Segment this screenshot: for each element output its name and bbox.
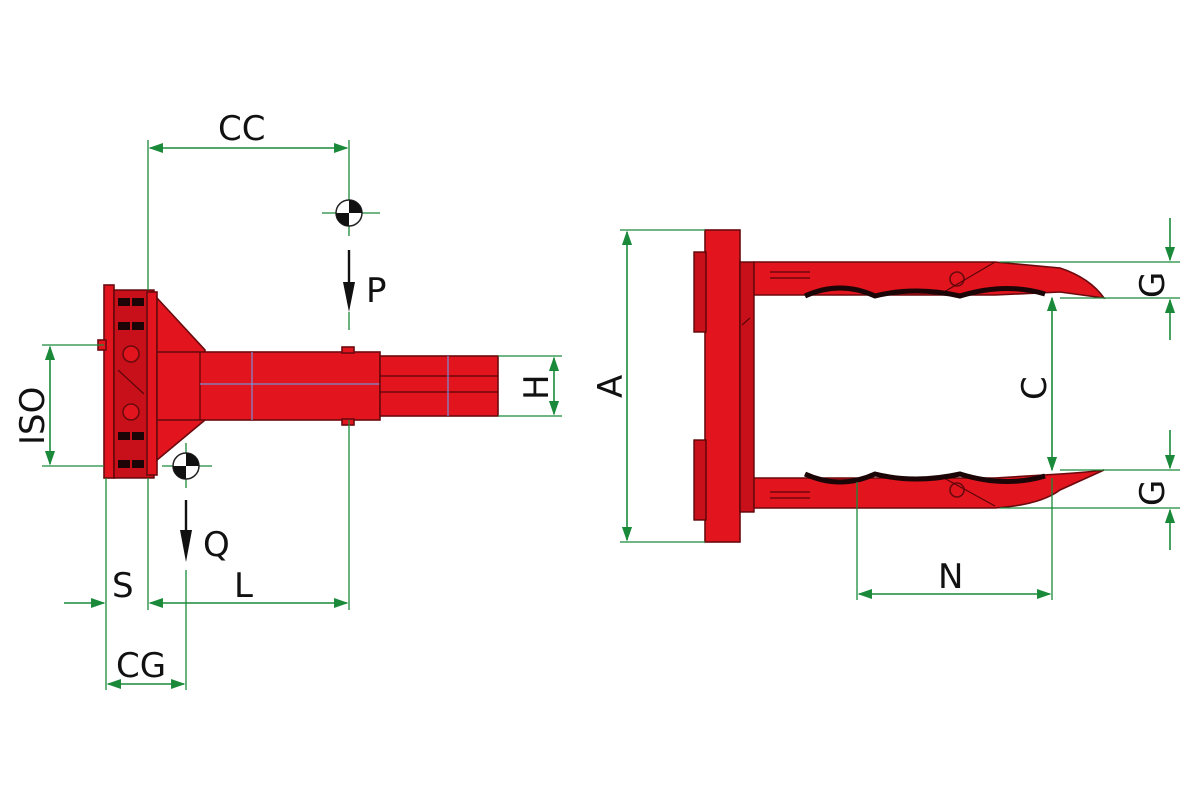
load-cg-icon	[322, 190, 380, 236]
frame-plate	[693, 229, 755, 543]
label-s: S	[112, 566, 134, 606]
dimension-g-top	[1000, 218, 1180, 340]
label-a: A	[591, 375, 631, 398]
label-cg: CG	[116, 646, 166, 686]
carriage-plate	[97, 284, 158, 479]
label-p: P	[366, 271, 387, 311]
label-h: H	[517, 374, 557, 400]
load-arrow-p-icon	[343, 250, 355, 330]
upper-arm	[753, 261, 1106, 300]
dimension-s-l	[64, 420, 350, 690]
label-cc: CC	[218, 109, 265, 149]
dimension-cg	[106, 570, 187, 690]
dimension-a	[620, 229, 705, 543]
label-g-bottom: G	[1133, 480, 1173, 506]
label-c: C	[1015, 376, 1055, 400]
dimension-iso	[42, 344, 104, 467]
dimension-cc	[147, 140, 350, 290]
load-arrow-q-icon	[180, 500, 192, 562]
lower-arm	[753, 469, 1105, 509]
arm-main-section	[156, 346, 381, 426]
label-g-top: G	[1133, 272, 1173, 298]
dimension-g-bottom	[1000, 430, 1180, 550]
label-l: L	[234, 566, 253, 606]
attachment-cg-icon	[162, 443, 212, 488]
dimension-n	[856, 478, 1053, 600]
arm-tip-section	[379, 355, 499, 417]
top-view: A C G G N	[591, 218, 1180, 600]
dimension-h	[498, 355, 562, 417]
side-view: P Q CC ISO	[13, 109, 562, 690]
label-n: N	[938, 557, 963, 597]
label-q: Q	[203, 525, 230, 565]
label-iso: ISO	[13, 387, 53, 445]
